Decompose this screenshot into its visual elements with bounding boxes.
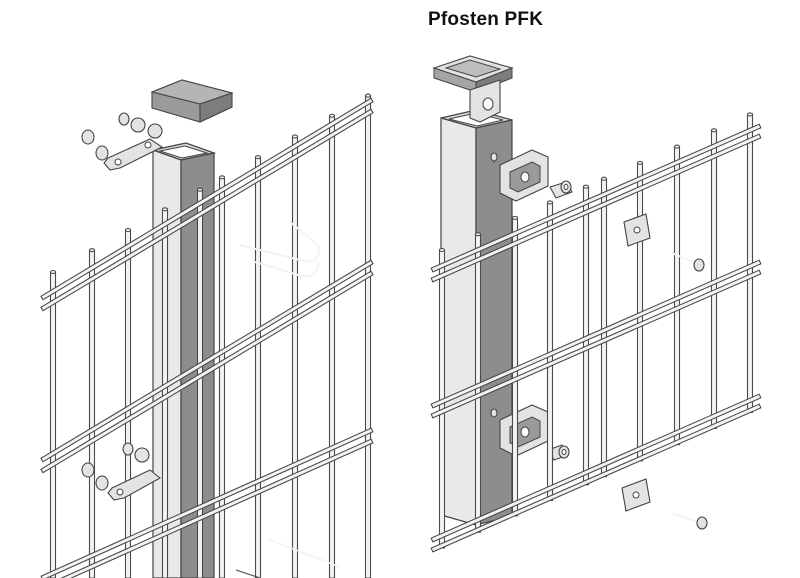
left-assembly (40, 79, 374, 578)
left-mesh-horizontal-wire (40, 270, 374, 474)
right-mesh-horizontal-wire (430, 393, 762, 543)
right-mesh-vertical-wire-tip (546, 200, 554, 205)
left-mesh-vertical-wire (218, 176, 226, 578)
right-mesh-horizontal-wire (430, 259, 762, 409)
left-mesh-vertical-wire-tip (254, 155, 262, 160)
left-fastener-set-top (81, 112, 164, 171)
left-mesh-vertical-wire-tip (88, 248, 96, 253)
left-mesh-vertical-wire (364, 95, 372, 578)
left-mesh-vertical-wire-tip (218, 175, 226, 180)
right-mesh-vertical-wire-tip (582, 184, 590, 189)
right-mesh-horizontal-wire (430, 403, 762, 553)
left-mesh-vertical-wire (254, 156, 262, 578)
left-mesh-vertical-wire-tip (49, 269, 57, 275)
right-mesh-horizontal-wire (430, 123, 762, 273)
left-mesh-vertical-wire-tip (291, 134, 299, 139)
left-u-bolt (239, 221, 320, 278)
right-mesh-vertical-wire-tip (474, 232, 482, 237)
left-mesh-vertical-wire (124, 229, 132, 578)
left-mesh-panel-front (40, 97, 374, 578)
left-mesh-horizontal-wire (40, 427, 374, 578)
right-mesh-vertical-wire-tip (636, 160, 644, 165)
right-mesh-vertical-wire-tip (438, 247, 446, 253)
right-plate-top (623, 213, 651, 247)
left-mesh-horizontal-wire (40, 259, 374, 463)
right-mesh-vertical-wire-tip (511, 215, 519, 220)
left-mesh-horizontal-wire (40, 108, 374, 312)
right-mesh-horizontal-wire (430, 269, 762, 419)
right-mesh-vertical-wire-tip (673, 144, 681, 149)
right-clamp-top (490, 149, 549, 202)
left-mesh-vertical-wire (49, 271, 57, 578)
right-mesh-vertical-wire-tip (600, 176, 608, 181)
left-mesh-horizontal-wire (40, 97, 374, 301)
left-mesh-vertical-wire-tip (328, 113, 336, 118)
right-spacer-top (549, 180, 573, 199)
left-mesh-vertical-wire-tip (161, 207, 169, 212)
left-mesh-vertical-wire (291, 135, 299, 578)
left-mesh-vertical-wire-tip (196, 187, 204, 192)
right-mesh-panel (430, 112, 762, 553)
left-mesh-horizontal-wire (60, 438, 374, 578)
right-mesh-vertical-wire-tip (710, 128, 718, 133)
left-bottom-bolt (235, 539, 341, 578)
left-mesh-vertical-wire (328, 115, 336, 578)
left-fastener-set-bottom (81, 442, 161, 501)
right-assembly (430, 55, 762, 553)
right-bolt-top (671, 252, 705, 272)
left-mesh-vertical-wire-tip (124, 227, 132, 233)
right-mesh-vertical-wire-tip (746, 112, 754, 117)
left-mesh-vertical-wire-tip (364, 93, 372, 98)
diagram-title: Pfosten PFK (428, 9, 544, 30)
right-mesh-horizontal-wire (430, 133, 762, 283)
right-post-cap (432, 55, 514, 123)
left-mesh-vertical-wire (88, 249, 96, 578)
right-plate-bottom (621, 478, 651, 512)
left-post-cap (150, 79, 234, 123)
right-bolt-bottom (672, 513, 708, 530)
